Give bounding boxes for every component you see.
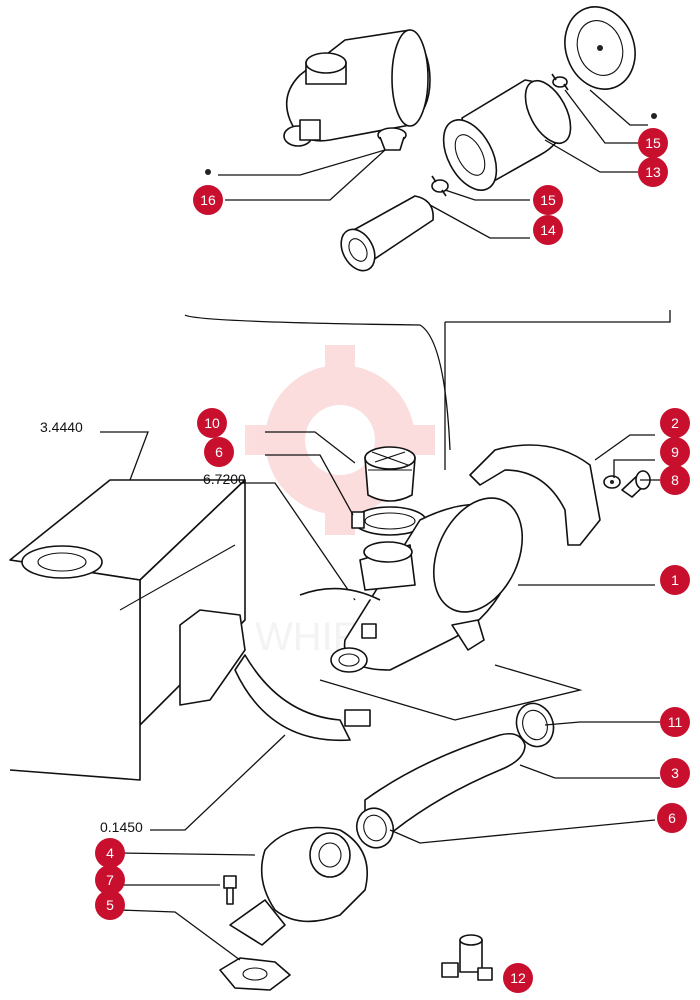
hose-clamp-11 [515,702,555,748]
wing-nut-middle [431,175,449,197]
callout-5: 5 [95,890,125,920]
top-leader-lines [218,89,648,239]
callout-16: 16 [193,185,223,215]
callout-4: 4 [95,838,125,868]
svg-text:6: 6 [215,444,223,460]
bolt-8 [621,470,651,498]
callout-6-lower: 6 [657,803,687,833]
svg-text:12: 12 [510,970,526,986]
filter-body [299,497,524,673]
callout-7: 7 [95,865,125,895]
callout-12: 12 [503,963,533,993]
callout-13: 13 [638,157,668,187]
inlet-bracket-outline [319,664,583,721]
ref-3-4440-label: 3.4440 [40,419,83,435]
ref-6-7200-label: 6.7200 [203,471,246,487]
reference-dot-left [205,169,211,175]
svg-text:10: 10 [204,415,220,431]
callout-6-upper: 6 [204,437,234,467]
hose-clamp-lower [355,807,395,849]
ref-0-1450-label: 0.1450 [100,819,143,835]
fuel-tank [9,479,246,781]
callout-3: 3 [660,758,690,788]
filter-indicator-10 [364,446,416,502]
mounting-strap [469,444,601,546]
svg-text:3: 3 [671,765,679,781]
intake-hose [364,732,526,838]
svg-text:14: 14 [540,222,556,238]
callout-11: 11 [660,707,690,737]
callout-15-top: 15 [638,128,668,158]
gasket-5 [219,957,291,991]
left-reference-leaders [100,431,356,831]
service-kit-12 [441,934,493,981]
svg-text:13: 13 [645,164,661,180]
callout-1: 1 [660,565,690,595]
callout-14: 14 [533,215,563,245]
inner-filter-cartridge [340,195,434,272]
svg-text:2: 2 [671,415,679,431]
callout-10: 10 [197,408,227,438]
svg-text:15: 15 [645,135,661,151]
svg-text:5: 5 [106,897,114,913]
reference-dot-right [651,113,657,119]
svg-text:1: 1 [671,572,679,588]
svg-text:15: 15 [540,192,556,208]
pre-cleaner [229,826,369,946]
svg-text:6: 6 [668,810,676,826]
mounting-bracket [179,609,371,742]
svg-text:11: 11 [668,714,683,730]
outer-filter-cartridge [442,79,572,191]
separator-lines [184,310,671,470]
callout-8: 8 [660,465,690,495]
washer-9 [603,475,621,489]
svg-text:16: 16 [200,192,216,208]
svg-text:8: 8 [671,472,679,488]
right-callout-leaders [119,431,660,961]
hose-clamp-upper [351,506,427,536]
svg-text:4: 4 [106,845,114,861]
svg-text:9: 9 [671,444,679,460]
screw-7 [223,875,237,905]
end-cover [564,6,636,90]
callout-15-middle: 15 [533,185,563,215]
filter-housing-assembled [283,29,431,151]
svg-text:7: 7 [106,872,114,888]
callout-2: 2 [660,408,690,438]
wing-nut-top [551,73,569,91]
callout-9: 9 [660,437,690,467]
